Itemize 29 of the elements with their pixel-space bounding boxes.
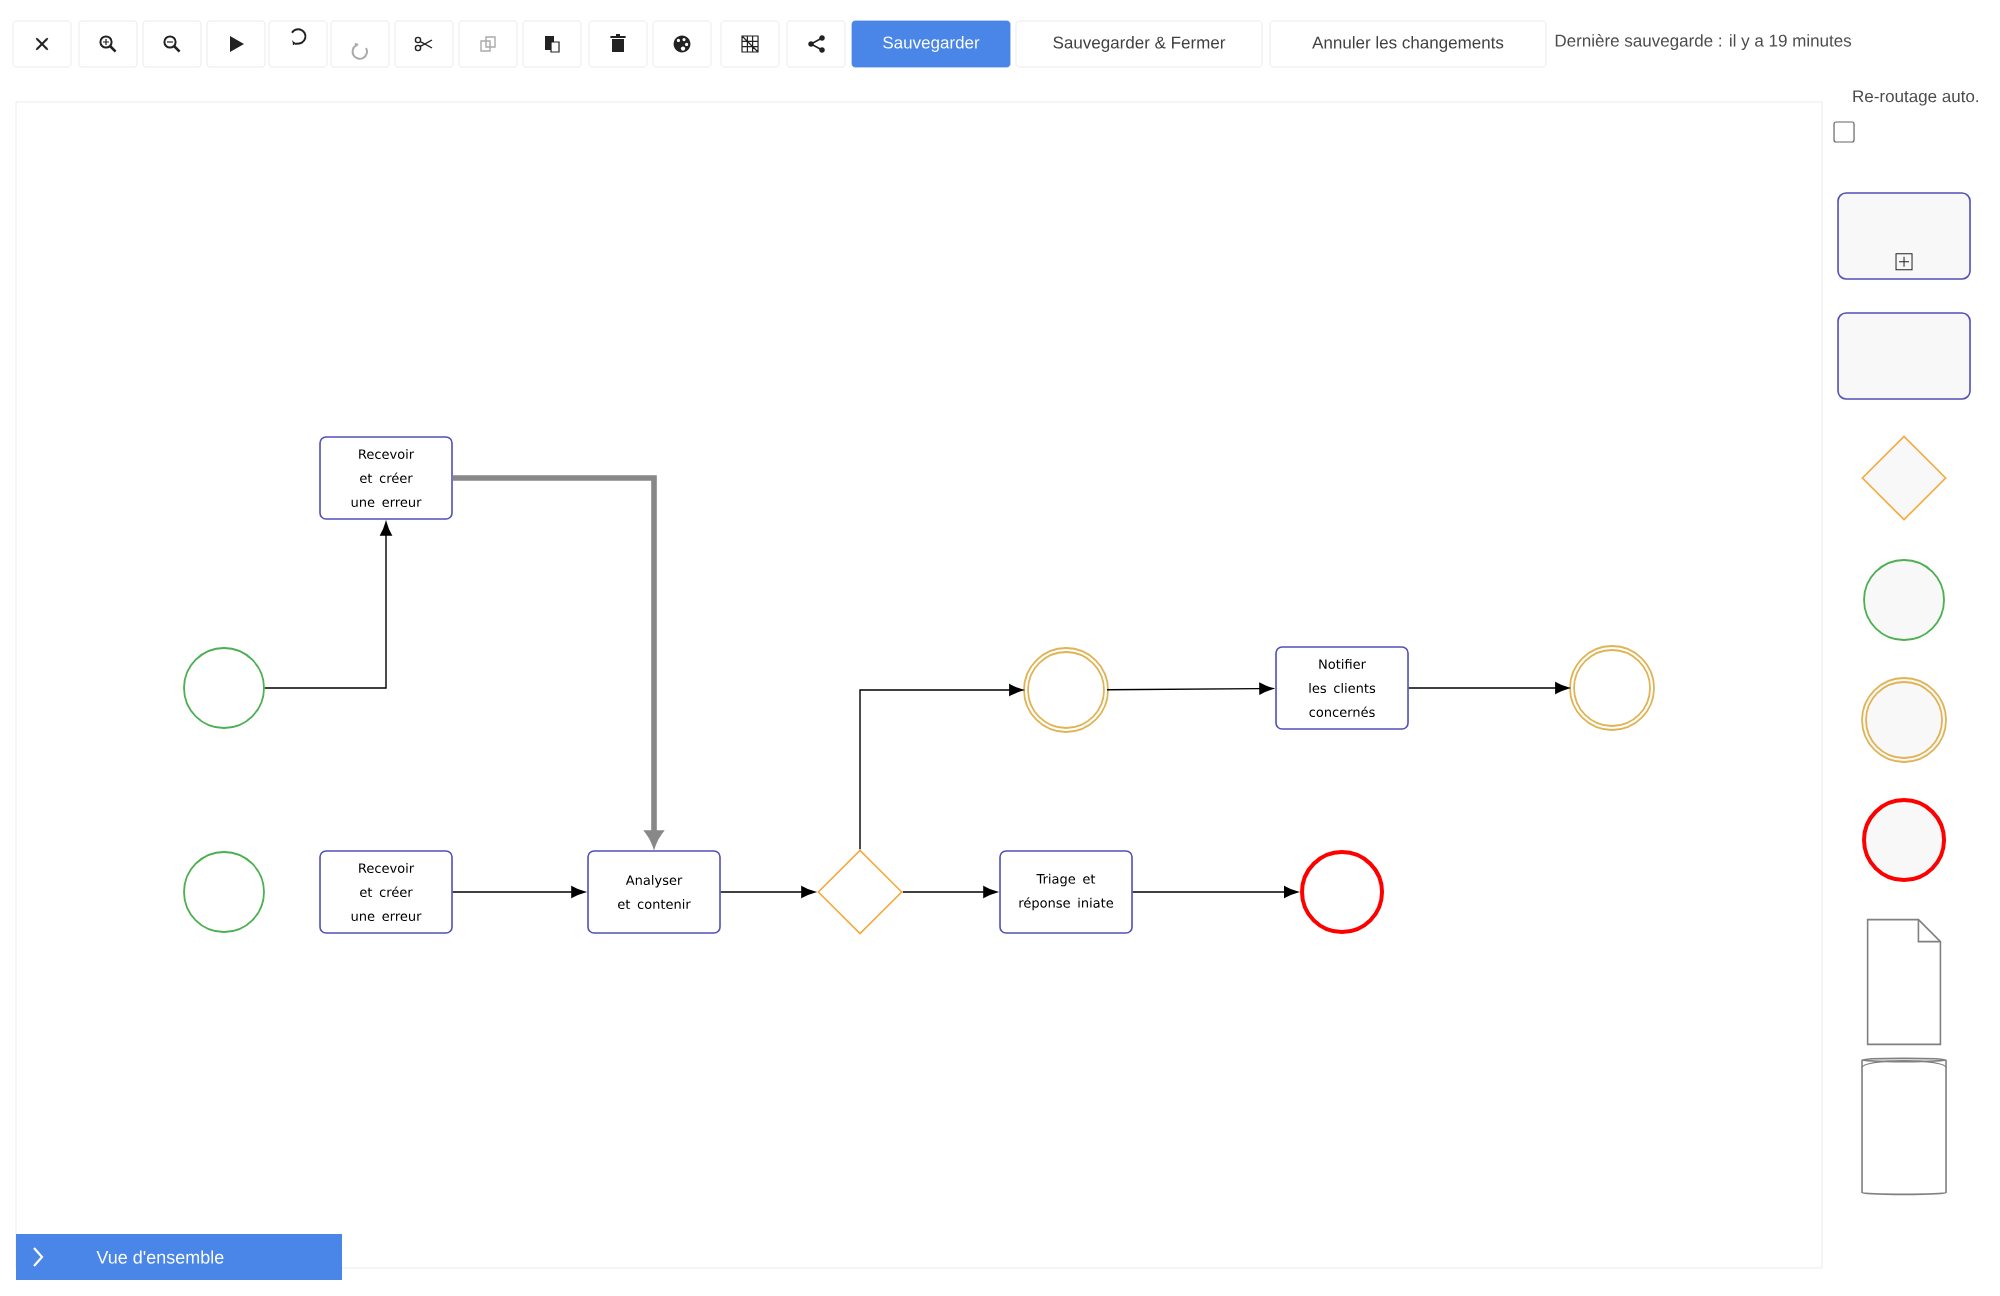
start-event-circle bbox=[183, 851, 265, 933]
start-event-circle bbox=[183, 647, 265, 729]
gateway-diamond bbox=[1861, 435, 1947, 521]
end-event-circle bbox=[1300, 850, 1384, 934]
start-event-circle bbox=[1863, 559, 1945, 641]
checkbox-label: Re-routage auto. bbox=[1853, 90, 1979, 106]
intermediate-event-circle bbox=[1861, 677, 1947, 763]
arrow bbox=[902, 886, 998, 898]
arrow bbox=[1408, 682, 1570, 694]
document-shape bbox=[1866, 918, 1942, 1046]
save-button: Sauvegarder bbox=[851, 20, 1011, 68]
subprocess-box bbox=[1837, 192, 1971, 280]
status-text: Dernière sauvegarde : il y a 19 minutes bbox=[1555, 34, 1852, 50]
end-event-circle bbox=[1862, 798, 1947, 882]
arrow bbox=[1132, 886, 1299, 898]
cancel-button: Annuler les changements bbox=[1269, 20, 1547, 68]
intermediate-event-circle bbox=[1569, 645, 1655, 731]
arrow bbox=[452, 475, 663, 847]
arrow bbox=[452, 886, 586, 898]
arrow bbox=[859, 684, 1024, 850]
task-box bbox=[1837, 312, 1971, 400]
database-cylinder bbox=[1861, 1057, 1947, 1196]
save-close-button: Sauvegarder & Fermer bbox=[1015, 20, 1263, 68]
gateway-diamond bbox=[817, 849, 903, 935]
arrow bbox=[264, 521, 392, 689]
overview-button: Vue d'ensemble bbox=[16, 1234, 342, 1280]
arrow bbox=[720, 886, 816, 898]
arrow bbox=[1106, 682, 1274, 695]
intermediate-event-circle bbox=[1023, 647, 1109, 733]
